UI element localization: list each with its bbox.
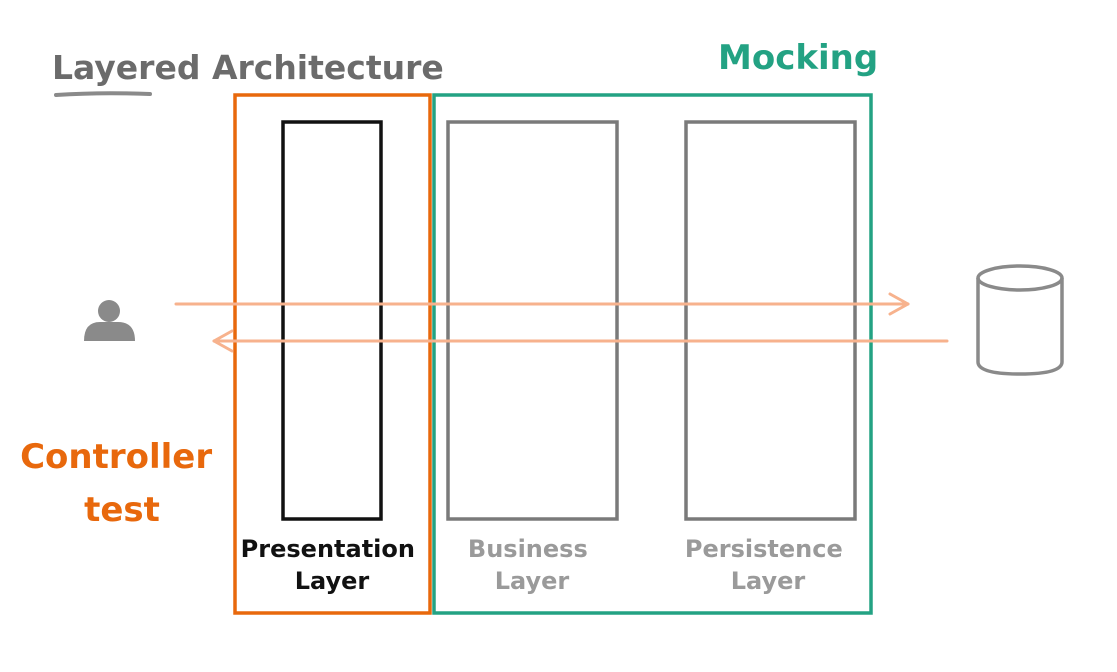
persistence-layer-label-line-1: Persistence xyxy=(685,535,843,563)
business-layer-box xyxy=(446,120,619,521)
presentation-layer-label-line-2: Layer xyxy=(295,567,370,595)
mocking-boundary xyxy=(432,93,873,615)
database-icon xyxy=(976,264,1064,376)
business-layer-label-line-2: Layer xyxy=(495,567,570,595)
persistence-layer-box xyxy=(684,120,857,521)
request-arrow-head xyxy=(888,292,910,316)
user-icon-head xyxy=(98,300,120,322)
business-layer-label-line-1: Business xyxy=(468,535,588,563)
mocking-label: Mocking xyxy=(718,38,878,78)
controller-test-boundary xyxy=(233,93,432,615)
request-arrow xyxy=(174,292,910,316)
response-arrow-head xyxy=(212,329,234,353)
business-layer-label: Business Layer xyxy=(468,535,596,595)
persistence-layer-label: Persistence Layer xyxy=(685,535,851,595)
controller-test-label: Controller test xyxy=(20,437,224,530)
title-underline xyxy=(54,91,152,97)
presentation-layer-box xyxy=(281,120,383,521)
diagram-title: Layered Architecture xyxy=(52,48,444,87)
controller-test-label-line-2: test xyxy=(84,490,160,530)
database-icon-top xyxy=(976,264,1064,292)
user-icon xyxy=(84,300,135,341)
controller-test-label-line-1: Controller xyxy=(20,437,212,477)
database-icon-bottom xyxy=(976,361,1064,376)
presentation-layer-label-line-1: Presentation xyxy=(241,535,415,563)
presentation-layer-label: Presentation Layer xyxy=(241,535,424,595)
user-icon-body xyxy=(84,322,135,341)
response-arrow xyxy=(212,329,949,353)
persistence-layer-label-line-2: Layer xyxy=(731,567,806,595)
